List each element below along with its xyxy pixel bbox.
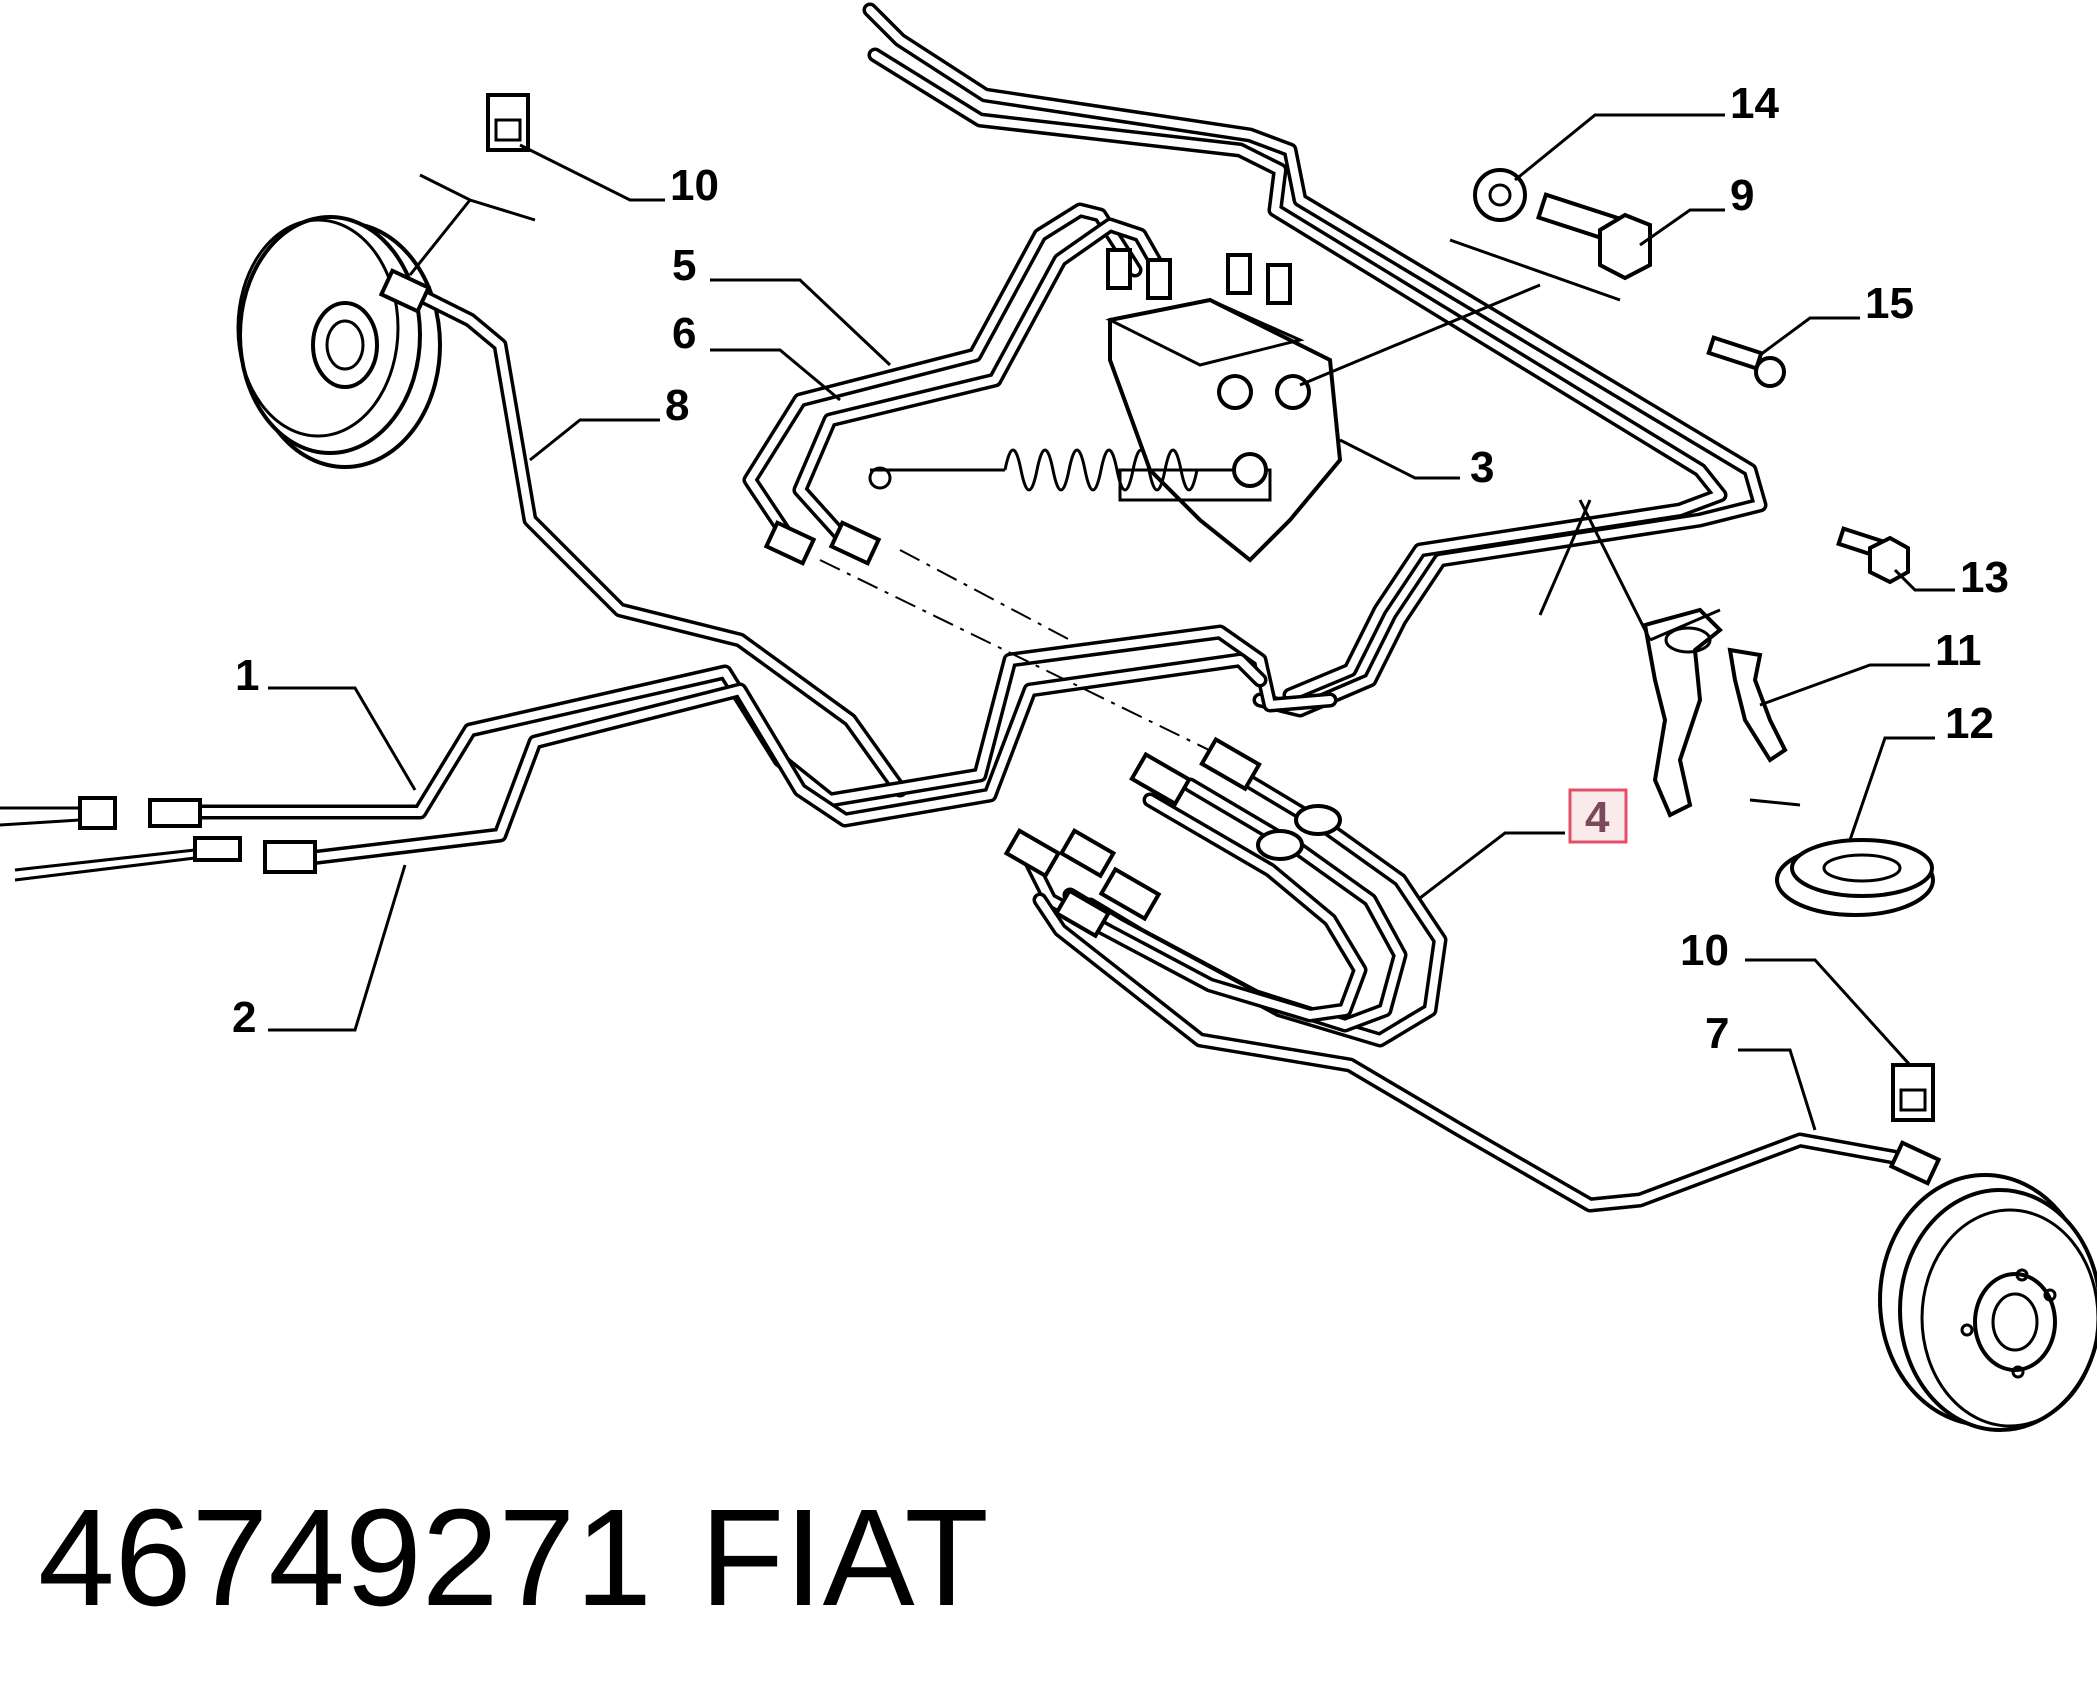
callout-2: 2 [232,993,256,1042]
callout-4-highlight [1568,788,1628,844]
brand-name: FIAT [700,1481,989,1635]
callout-6: 6 [672,309,696,358]
part-number: 46749271 [38,1481,652,1635]
callout-4: 4 [1585,793,1610,842]
left-brake-drum [236,215,442,469]
callout-13: 13 [1960,553,2009,602]
callout-9: 9 [1730,171,1754,220]
pipes-1-2 [187,624,1338,866]
callout-10-bottom: 10 [1680,926,1729,975]
pipe-fittings [0,268,1942,1186]
callout-5: 5 [672,241,696,290]
bolt-9 [1535,192,1652,281]
bracket-11 [1642,607,1788,818]
callout-8: 8 [665,381,689,430]
callout-1: 1 [235,651,259,700]
pipes-5-6 [742,202,1168,548]
leader-lines [268,113,1955,1131]
callout-15: 15 [1865,279,1914,328]
right-brake-drum [1878,1173,2097,1432]
grommet-12 [1775,838,1935,917]
callout-11: 11 [1935,626,1982,675]
clip-10-top [486,93,530,152]
brake-pressure-regulator [868,248,1343,563]
callout-7: 7 [1705,1009,1729,1058]
callout-3: 3 [1470,443,1494,492]
callout-14: 14 [1730,79,1779,128]
washer-14 [1473,168,1527,222]
pipe-7 [1032,892,1918,1213]
loop-hoses-4 [1022,762,1448,1048]
callout-10-top: 10 [670,161,719,210]
assembly-center-lines [819,549,1251,771]
bolt-13 [1836,526,1910,585]
bolt-15 [1706,335,1786,388]
callout-12: 12 [1945,699,1994,748]
upper-long-pipes [862,2,1768,718]
pipe-8 [402,282,908,798]
clip-10-bottom [1891,1063,1935,1122]
